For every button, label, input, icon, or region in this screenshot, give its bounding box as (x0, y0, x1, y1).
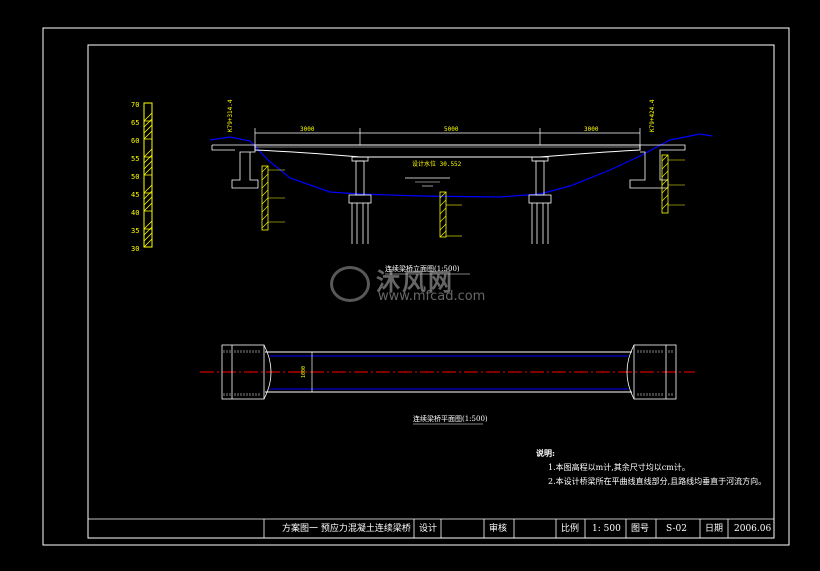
title-date-label: 日期 (705, 524, 724, 534)
right-abutment (629, 144, 686, 189)
title-drawing-no-value: S-02 (666, 524, 687, 534)
scale-tick-40: 40 (131, 209, 139, 217)
title-review-label: 审核 (489, 524, 508, 534)
elevation-title: 连续梁桥立面图(1:500) (385, 264, 460, 273)
bridge-plan: 1000 连续梁桥平面图(1:500) (200, 344, 695, 425)
title-drawing-no-label: 图号 (631, 524, 650, 534)
title-design-label: 设计 (419, 524, 438, 534)
title-scale-value: 1: 500 (592, 524, 621, 534)
pier-left (348, 156, 372, 244)
title-block-grid (88, 518, 774, 538)
notes-heading: 说明: (536, 448, 555, 458)
scale-tick-55: 55 (131, 155, 139, 163)
title-scale-label: 比例 (561, 524, 580, 534)
span-label-right: 3000 (584, 126, 599, 133)
scale-tick-30: 30 (131, 245, 139, 253)
scale-tick-70: 70 (131, 101, 139, 109)
water-level-label: 设计水位 30.552 (412, 160, 462, 168)
title-project-name: 方案图一 预应力混凝土连续梁桥 (282, 524, 411, 534)
scale-tick-45: 45 (131, 191, 139, 199)
watermark-brand: 沐风网 (376, 268, 454, 296)
elevation-scale-bar: 70 65 60 55 50 45 40 35 30 (131, 101, 153, 253)
bridge-elevation: 设计水位 30.552 3000 5000 3000 K79+314.4 K79… (209, 99, 713, 275)
watermark-logo-icon (330, 266, 370, 302)
span-dimension (254, 128, 641, 145)
note-item-2: 2.本设计桥梁所在平曲线直线部分,且路线均垂直于河流方向。 (548, 477, 767, 486)
watermark-url: www.mfcad.com (378, 289, 486, 304)
scale-tick-65: 65 (131, 119, 139, 127)
plan-width-label: 1000 (301, 366, 307, 378)
title-date-value: 2006.06 (734, 524, 772, 534)
span-label-middle: 5000 (444, 126, 459, 133)
left-soil-column (261, 165, 285, 231)
scale-tick-50: 50 (131, 173, 139, 181)
scale-tick-60: 60 (131, 137, 139, 145)
plan-title: 连续梁桥平面图(1:500) (413, 414, 488, 423)
plan-right-abutment (626, 344, 677, 400)
middle-soil-column (439, 191, 462, 238)
scale-tick-35: 35 (131, 227, 139, 235)
pier-right (528, 156, 552, 244)
inner-drawing-frame (87, 44, 775, 539)
left-abutment (211, 144, 259, 189)
span-label-left: 3000 (300, 126, 315, 133)
outer-sheet-border (42, 27, 790, 546)
note-item-1: 1.本图高程以m计,其余尺寸均以cm计。 (548, 463, 690, 472)
left-abutment-station: K79+314.4 (227, 99, 234, 132)
right-soil-column (661, 154, 685, 214)
right-abutment-station: K79+424.4 (649, 99, 656, 132)
plan-left-abutment (221, 344, 272, 400)
